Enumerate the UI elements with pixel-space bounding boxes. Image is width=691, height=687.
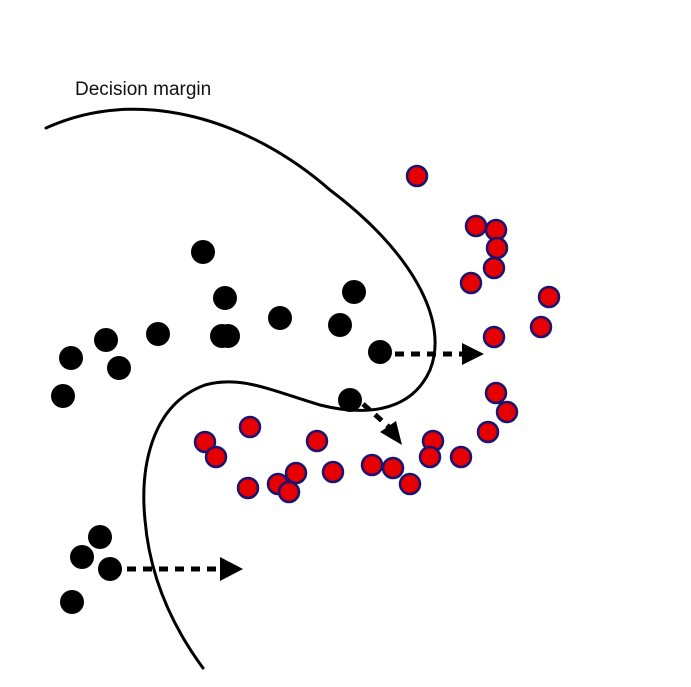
class-a-point	[107, 356, 131, 380]
class-a-point	[70, 545, 94, 569]
class-a-point	[88, 525, 112, 549]
class-b-point	[277, 480, 301, 504]
class-b-point	[405, 164, 429, 188]
shift-arrow-2	[361, 402, 402, 445]
shift-arrow-1	[395, 343, 484, 365]
class-b-point	[529, 315, 553, 339]
class-a-point	[146, 322, 170, 346]
class-b-point	[484, 381, 508, 405]
class-b-point	[284, 461, 308, 485]
decision-margin-label: Decision margin	[75, 79, 211, 100]
class-b-point	[321, 460, 345, 484]
class-b-point	[464, 214, 488, 238]
class-b-point	[236, 476, 260, 500]
class-a-point	[191, 240, 215, 264]
class-b-point	[482, 256, 506, 280]
class-a-point	[342, 280, 366, 304]
class-b-point	[418, 445, 442, 469]
class-b-point	[485, 236, 509, 260]
class-b-point	[381, 456, 405, 480]
class-a-point	[213, 286, 237, 310]
class-b-point	[305, 429, 329, 453]
class-b-point	[360, 453, 384, 477]
class-a-point	[98, 557, 122, 581]
class-b-point	[459, 271, 483, 295]
class-a-point	[60, 590, 84, 614]
class-b-point	[398, 472, 422, 496]
class-a-point	[328, 313, 352, 337]
class-a-point	[268, 306, 292, 330]
class-b-point	[482, 325, 506, 349]
class-b-point	[476, 420, 500, 444]
class-a-point	[59, 346, 83, 370]
class-a-point	[51, 384, 75, 408]
class-b-point	[537, 285, 561, 309]
class-b-point	[204, 445, 228, 469]
class-a-point	[368, 340, 392, 364]
class-a-point	[338, 388, 362, 412]
class-a-point	[94, 328, 118, 352]
class-b-point	[449, 445, 473, 469]
class-b-point	[495, 400, 519, 424]
class-b-point	[238, 415, 262, 439]
class-a-points	[51, 240, 392, 614]
shift-arrows	[127, 343, 484, 581]
class-b-points	[193, 164, 561, 504]
shift-arrow-3	[127, 557, 243, 581]
class-b-point	[193, 430, 217, 454]
class-a-point	[216, 324, 240, 348]
